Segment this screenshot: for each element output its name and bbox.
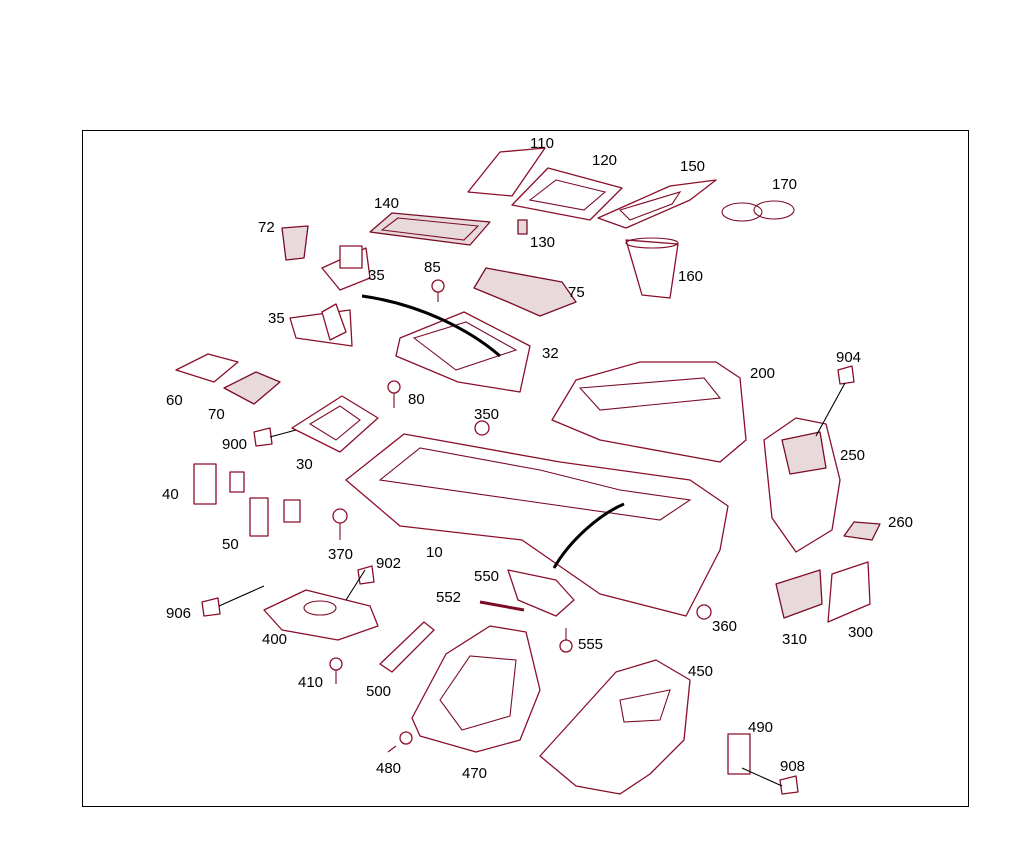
- label-310: 310: [782, 631, 807, 648]
- part-35-bracket-lower: [289, 303, 353, 347]
- part-50-socket: [249, 497, 301, 537]
- label-160: 160: [678, 268, 703, 285]
- assembly-arrow-550: [552, 502, 625, 569]
- label-70: 70: [208, 406, 225, 423]
- part-310-vent: [775, 569, 823, 619]
- label-470: 470: [462, 765, 487, 782]
- part-30-shift-unit: [291, 395, 379, 453]
- label-120: 120: [592, 152, 617, 169]
- part-75-mat: [473, 267, 577, 317]
- part-150-cover: [597, 179, 717, 229]
- part-110-pad: [467, 147, 546, 197]
- label-500: 500: [366, 683, 391, 700]
- label-552: 552: [436, 589, 461, 606]
- label-370: 370: [328, 546, 353, 563]
- label-906: 906: [166, 605, 191, 622]
- connector-900: [253, 427, 273, 447]
- part-350-screw: [474, 420, 490, 436]
- part-490-socket: [727, 733, 751, 775]
- label-35a: 35: [368, 267, 385, 284]
- part-70-tray: [223, 371, 281, 405]
- label-400: 400: [262, 631, 287, 648]
- label-10: 10: [426, 544, 443, 561]
- part-360-nut: [696, 604, 712, 620]
- part-555-screw: [559, 628, 573, 653]
- label-300: 300: [848, 624, 873, 641]
- assembly-arrow-32: [361, 294, 501, 358]
- label-260: 260: [888, 514, 913, 531]
- label-490: 490: [748, 719, 773, 736]
- part-260-pad: [843, 521, 881, 541]
- part-500-lever: [379, 621, 435, 673]
- part-80-screw: [387, 380, 401, 408]
- label-170: 170: [772, 176, 797, 193]
- label-555: 555: [578, 636, 603, 653]
- label-900: 900: [222, 436, 247, 453]
- label-360: 360: [712, 618, 737, 635]
- part-85-screw: [431, 279, 445, 302]
- label-60: 60: [166, 392, 183, 409]
- part-72-small-cup: [281, 225, 309, 261]
- part-140-mat: [369, 212, 491, 246]
- connector-904: [837, 365, 855, 385]
- part-40-socket: [193, 463, 245, 505]
- part-130-clip: [517, 219, 528, 235]
- label-40: 40: [162, 486, 179, 503]
- label-450: 450: [688, 663, 713, 680]
- part-550-bracket: [507, 569, 575, 617]
- label-150: 150: [680, 158, 705, 175]
- label-80: 80: [408, 391, 425, 408]
- connector-902: [357, 565, 375, 585]
- part-480-screw: [387, 731, 413, 753]
- label-904: 904: [836, 349, 861, 366]
- label-110: 110: [530, 135, 554, 152]
- label-50: 50: [222, 536, 239, 553]
- label-908: 908: [780, 758, 805, 775]
- diagram-frame: [82, 130, 969, 807]
- part-370-screw: [332, 508, 348, 540]
- connector-908: [779, 775, 799, 795]
- part-470-carrier: [411, 625, 541, 753]
- part-200-armrest: [551, 361, 747, 463]
- label-350: 350: [474, 406, 499, 423]
- part-250-rear-panel: [763, 417, 841, 553]
- label-250: 250: [840, 447, 865, 464]
- part-120-trim-frame: [511, 167, 623, 221]
- part-10-console: [345, 433, 729, 617]
- label-30: 30: [296, 456, 313, 473]
- label-85: 85: [424, 259, 441, 276]
- label-35b: 35: [268, 310, 285, 327]
- leader-lines: [218, 382, 846, 787]
- label-902: 902: [376, 555, 401, 572]
- part-32-frame: [395, 311, 531, 393]
- label-75: 75: [568, 284, 585, 301]
- label-130: 130: [530, 234, 555, 251]
- part-170-rings: [721, 200, 795, 222]
- label-72: 72: [258, 219, 275, 236]
- part-400-unit: [263, 589, 379, 641]
- label-200: 200: [750, 365, 775, 382]
- part-300-panel: [827, 561, 871, 623]
- connector-906: [201, 597, 221, 617]
- part-35-bracket-upper: [321, 245, 371, 291]
- label-140: 140: [374, 195, 399, 212]
- label-480: 480: [376, 760, 401, 777]
- part-552-rod: [479, 600, 525, 612]
- label-32: 32: [542, 345, 559, 362]
- part-410-screw: [329, 657, 343, 684]
- part-60-tray: [175, 353, 239, 383]
- part-160-cup-liner: [625, 237, 679, 299]
- label-550: 550: [474, 568, 499, 585]
- label-410: 410: [298, 674, 323, 691]
- part-450-cover: [539, 659, 691, 795]
